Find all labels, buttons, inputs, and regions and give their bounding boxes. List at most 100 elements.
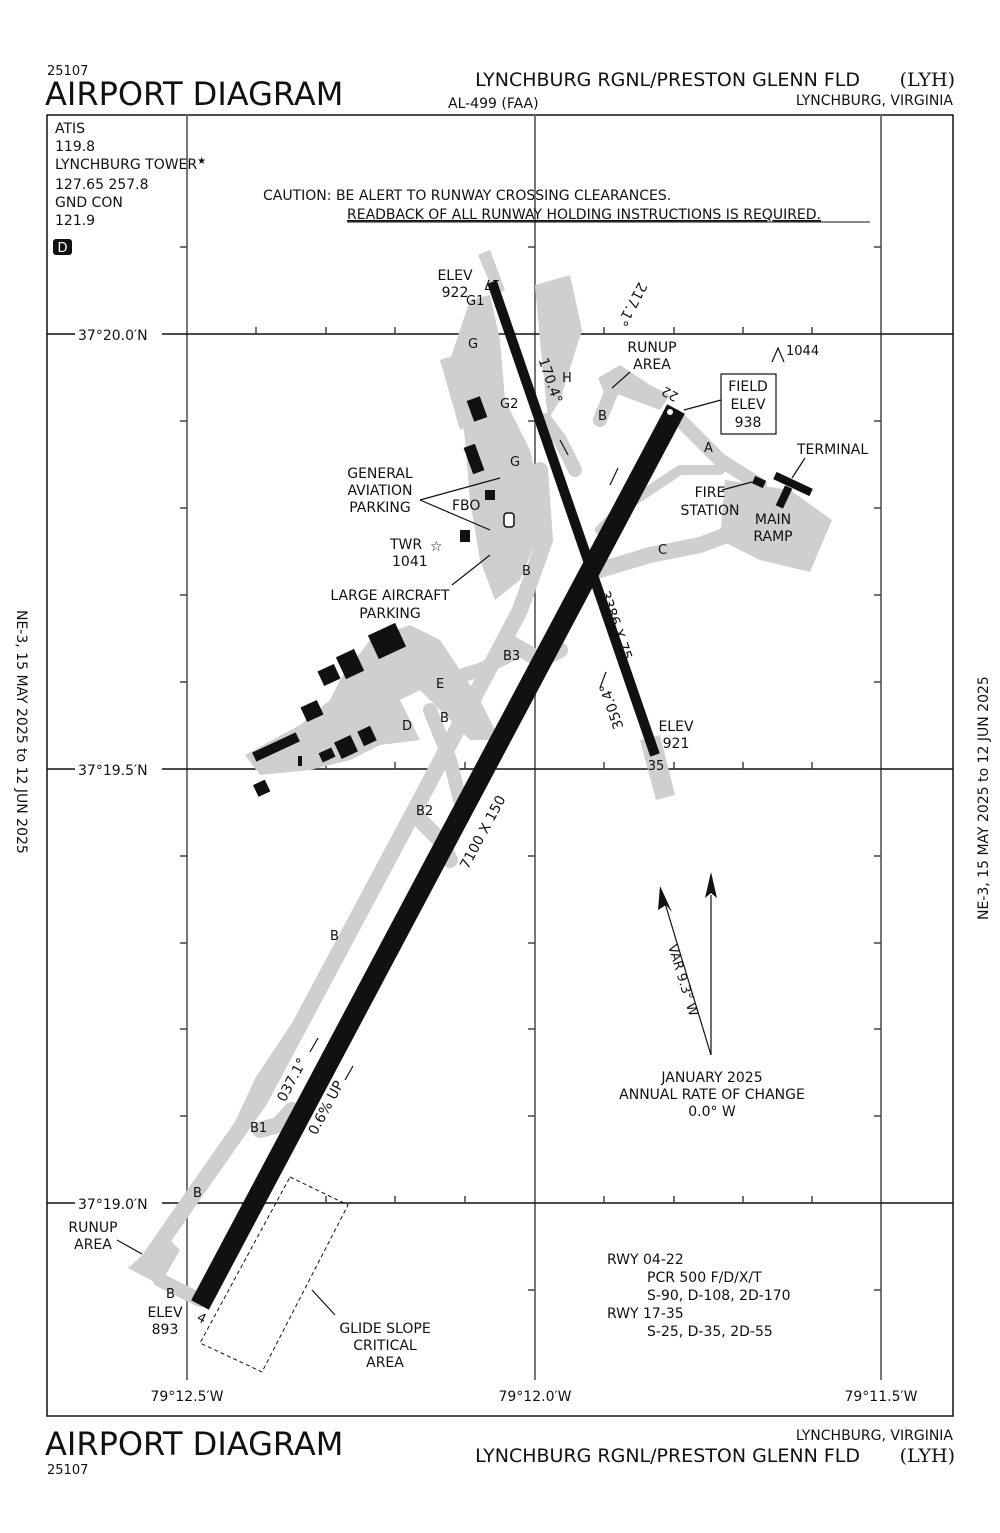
svg-text:G: G: [510, 455, 520, 470]
tower-elev: 1041: [392, 554, 428, 570]
right-effective-dates: NE-3, 15 MAY 2025 to 12 JUN 2025: [976, 676, 992, 920]
field-elev: 938: [735, 415, 762, 431]
elev-04-label: ELEV: [147, 1305, 182, 1321]
footer-title: AIRPORT DIAGRAM: [45, 1425, 343, 1463]
runway-04-end: 4: [194, 1310, 208, 1327]
procedure-id: AL-499 (FAA): [448, 96, 539, 112]
lon-label-2: 79°12.0′W: [498, 1389, 571, 1405]
field-elev-label-2: ELEV: [730, 397, 765, 413]
main-ramp-label-1: MAIN: [755, 512, 791, 528]
svg-text:B: B: [330, 929, 339, 944]
lon-label-3: 79°11.5′W: [844, 1389, 917, 1405]
svg-text:C: C: [658, 543, 667, 558]
glide-slope-critical-area: [199, 1176, 349, 1373]
tower-star-icon: ☆: [430, 539, 443, 555]
caution-line-2: READBACK OF ALL RUNWAY HOLDING INSTRUCTI…: [347, 207, 821, 223]
direction-arrows: [309, 439, 619, 1081]
fbo-label: FBO: [452, 498, 480, 514]
taxiway-labels: G1 G G2 G H B A C B B3 E B D B2 B B1 B B: [166, 294, 713, 1302]
svg-text:G2: G2: [500, 397, 518, 412]
svg-text:H: H: [562, 371, 572, 386]
svg-text:A: A: [704, 441, 713, 456]
svg-text:B1: B1: [250, 1121, 267, 1136]
glide-slope-label-2: CRITICAL: [353, 1338, 417, 1354]
runway-strength-block: RWY 04-22 PCR 500 F/D/X/T S-90, D-108, 2…: [607, 1252, 791, 1340]
class-d-text: D: [57, 241, 67, 256]
field-elev-label-1: FIELD: [728, 379, 768, 395]
airport-name: LYNCHBURG RGNL/PRESTON GLENN FLD: [475, 69, 860, 91]
lat-label-2: 37°19.5′N: [78, 763, 148, 779]
elev-17-label: ELEV: [437, 268, 472, 284]
grid-lines: [47, 115, 953, 1380]
ga-parking-label-1: GENERAL: [347, 466, 413, 482]
city-state: LYNCHBURG, VIRGINIA: [796, 93, 954, 109]
footer-chart-number: 25107: [47, 1463, 88, 1478]
svg-text:S-25, D-35, 2D-55: S-25, D-35, 2D-55: [647, 1324, 773, 1340]
footer-airport-name: LYNCHBURG RGNL/PRESTON GLENN FLD: [475, 1445, 860, 1467]
lat-label-1: 37°20.0′N: [78, 328, 148, 344]
runup-ne-label-2: AREA: [633, 357, 671, 373]
large-aircraft-label-2: PARKING: [359, 606, 420, 622]
obstacle-icon: [771, 346, 785, 363]
airport-id: (LYH): [900, 69, 955, 91]
runup-ne-label-1: RUNUP: [627, 340, 676, 356]
chart-number: 25107: [47, 64, 88, 79]
ga-parking-label-3: PARKING: [349, 500, 410, 516]
mag-rate-label: ANNUAL RATE OF CHANGE: [619, 1087, 805, 1103]
runway-35-heading: 350.4°: [597, 681, 627, 731]
ga-parking-label-2: AVIATION: [347, 483, 412, 499]
svg-text:B: B: [193, 1186, 202, 1201]
svg-text:RWY 04-22: RWY 04-22: [607, 1252, 684, 1268]
main-ramp-label-2: RAMP: [753, 529, 792, 545]
atis-freq: 119.8: [55, 139, 95, 155]
north-arrow: [658, 872, 717, 1056]
svg-text:B3: B3: [503, 649, 520, 664]
lon-label-1: 79°12.5′W: [150, 1389, 223, 1405]
svg-text:B: B: [166, 1287, 175, 1302]
caution-line-1: CAUTION: BE ALERT TO RUNWAY CROSSING CLE…: [263, 188, 671, 204]
footer-airport-id: (LYH): [900, 1445, 955, 1467]
fire-station-label-1: FIRE: [695, 485, 726, 501]
fire-station-label-2: STATION: [680, 503, 739, 519]
ground-freq: 121.9: [55, 213, 95, 229]
runup-sw-label-1: RUNUP: [68, 1220, 117, 1236]
svg-text:B2: B2: [416, 804, 433, 819]
mag-rate-value: 0.0° W: [688, 1104, 736, 1120]
svg-text:S-90, D-108, 2D-170: S-90, D-108, 2D-170: [647, 1288, 791, 1304]
svg-text:G1: G1: [466, 294, 484, 309]
glide-slope-label-1: GLIDE SLOPE: [339, 1321, 430, 1337]
elev-35-label: ELEV: [658, 719, 693, 735]
comms-block: ATIS 119.8 LYNCHBURG TOWER★ 127.65 257.8…: [53, 121, 206, 256]
runway-22-end: 22: [660, 383, 682, 404]
runway-22-heading: 217.1°: [613, 279, 649, 328]
svg-text:B: B: [598, 409, 607, 424]
field-elev-box: [720, 373, 777, 435]
svg-text:RWY 17-35: RWY 17-35: [607, 1306, 684, 1322]
svg-text:PCR 500 F/D/X/T: PCR 500 F/D/X/T: [647, 1270, 762, 1286]
svg-text:E: E: [436, 677, 444, 692]
svg-text:B: B: [522, 564, 531, 579]
tower-freq: 127.65 257.8: [55, 177, 149, 193]
class-d-badge: [53, 239, 72, 255]
elev-04: 893: [152, 1322, 179, 1338]
runway-17-end: 17: [484, 276, 501, 291]
atis-label: ATIS: [55, 121, 85, 137]
lat-label-3: 37°19.0′N: [78, 1197, 148, 1213]
glide-slope-label-3: AREA: [366, 1355, 404, 1371]
chart-title: AIRPORT DIAGRAM: [45, 75, 343, 113]
mag-var-label: VAR 9.3° W: [664, 943, 700, 1019]
field-elev-point: [667, 409, 673, 415]
buildings: [252, 396, 813, 797]
chart-frame: [46, 114, 954, 1417]
tower-label: TWR: [389, 537, 422, 553]
large-aircraft-label-1: LARGE AIRCRAFT: [330, 588, 450, 604]
svg-text:B: B: [440, 711, 449, 726]
runway-04-22: [191, 404, 685, 1310]
svg-text:D: D: [402, 719, 412, 734]
obstacle-height: 1044: [786, 344, 819, 359]
fuel-icon: [503, 512, 515, 528]
terminal-label: TERMINAL: [796, 442, 868, 458]
tower-label: LYNCHBURG TOWER★: [55, 156, 206, 173]
svg-text:G: G: [468, 337, 478, 352]
